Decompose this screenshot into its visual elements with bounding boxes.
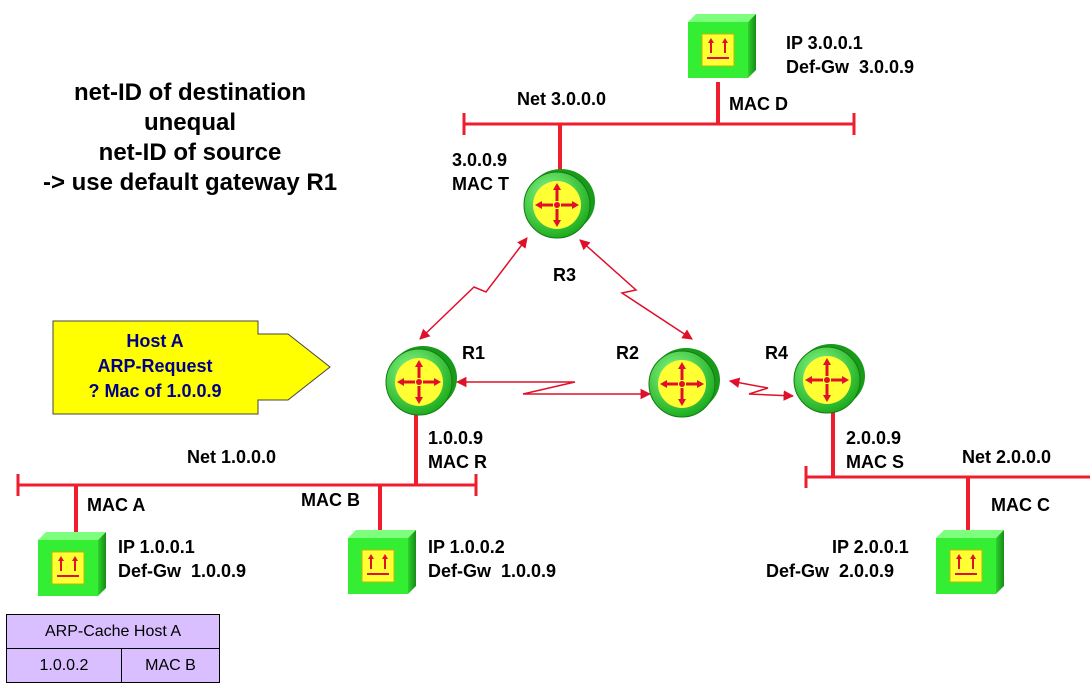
router-r3-label: R3 <box>553 265 577 285</box>
arp-cache-ip: 1.0.0.2 <box>6 648 122 683</box>
net3-label: Net 3.0.0.0 <box>517 89 607 109</box>
host-c-mac: MAC C <box>991 495 1050 515</box>
arp-request-callout: Host A ARP-Request ? Mac of 1.0.0.9 <box>52 329 258 404</box>
host-d-gateway: Def-Gw 3.0.0.9 <box>786 57 915 77</box>
host-a-ip: IP 1.0.0.1 <box>118 537 195 557</box>
net1-label: Net 1.0.0.0 <box>187 447 277 467</box>
host-a-gateway: Def-Gw 1.0.0.9 <box>118 561 247 581</box>
host-d-icon <box>687 13 757 79</box>
router-r1-label: R1 <box>462 343 486 363</box>
headline-line: -> use default gateway R1 <box>42 169 338 196</box>
router-links <box>419 237 795 401</box>
arp-cache-mac: MAC B <box>120 648 221 683</box>
router-r1-ip: 1.0.0.9 <box>428 428 484 448</box>
router-r3-mac: MAC T <box>452 174 509 194</box>
router-r3-icon <box>522 167 597 240</box>
drop-lines <box>74 82 970 532</box>
headline-line: net-ID of destination <box>74 79 306 106</box>
headline-line: unequal <box>143 109 236 136</box>
headline-line: net-ID of source <box>98 139 282 166</box>
host-d-ip: IP 3.0.0.1 <box>786 33 863 53</box>
host-b-icon <box>347 529 417 595</box>
net2-label: Net 2.0.0.0 <box>962 447 1052 467</box>
router-r4-label: R4 <box>765 343 789 363</box>
host-b-gateway: Def-Gw 1.0.0.9 <box>428 561 557 581</box>
arp-cache-header-row: ARP-Cache Host A <box>6 614 220 649</box>
host-b-ip: IP 1.0.0.2 <box>428 537 505 557</box>
network-buses <box>16 113 1090 496</box>
callout-line: ARP-Request <box>97 356 213 376</box>
headline: net-ID of destination unequal net-ID of … <box>10 78 370 198</box>
arp-request-callout-shape <box>52 320 331 415</box>
arp-cache-entry-row: 1.0.0.2 MAC B <box>6 648 221 683</box>
router-r2-label: R2 <box>616 343 640 363</box>
host-b-mac: MAC B <box>301 490 360 510</box>
router-r1-mac: MAC R <box>428 452 487 472</box>
arp-cache-title: ARP-Cache Host A <box>6 614 220 649</box>
callout-line: Host A <box>126 331 184 351</box>
router-r4-icon <box>792 342 867 415</box>
host-c-gateway: Def-Gw 2.0.0.9 <box>766 561 895 581</box>
host-c-icon <box>935 529 1005 595</box>
router-r1-icon <box>384 344 459 417</box>
host-c-ip: IP 2.0.0.1 <box>832 537 909 557</box>
host-d-mac: MAC D <box>729 94 788 114</box>
router-r2-icon <box>647 346 722 419</box>
callout-line: ? Mac of 1.0.0.9 <box>88 381 222 401</box>
router-r4-mac: MAC S <box>846 452 904 472</box>
router-r4-ip: 2.0.0.9 <box>846 428 902 448</box>
arp-cache-table: ARP-Cache Host A 1.0.0.2 MAC B <box>6 614 221 683</box>
host-a-icon <box>37 531 107 597</box>
router-r3-ip: 3.0.0.9 <box>452 150 508 170</box>
host-a-mac: MAC A <box>87 495 146 515</box>
